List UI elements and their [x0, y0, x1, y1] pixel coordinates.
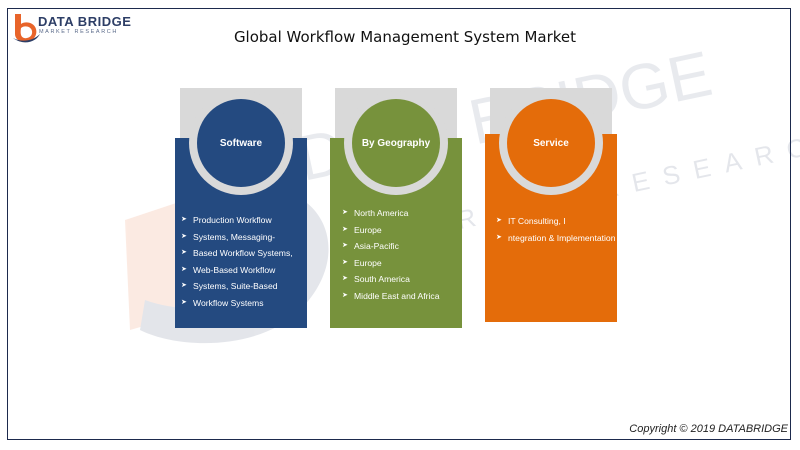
- list-item: ntegration & Implementation: [496, 230, 621, 247]
- segment-label: Software: [197, 99, 285, 187]
- segment-label: By Geography: [352, 99, 440, 187]
- brand-logo: [12, 12, 132, 46]
- list-item: Europe: [342, 222, 460, 239]
- copyright-notice: Copyright © 2019 DATABRIDGE: [629, 423, 788, 435]
- outer-frame: [7, 8, 791, 440]
- list-item: Europe: [342, 255, 460, 272]
- logo-mark-icon: [13, 14, 40, 43]
- list-item: Workflow Systems: [181, 295, 305, 312]
- segment-items: North America Europe Asia-Pacific Europe…: [342, 205, 460, 304]
- list-item: North America: [342, 205, 460, 222]
- list-item: Middle East and Africa: [342, 288, 460, 305]
- page-title: Global Workflow Management System Market: [233, 28, 577, 46]
- brand-tagline: MARKET RESEARCH: [39, 29, 118, 35]
- segment-items: IT Consulting, I ntegration & Implementa…: [496, 213, 621, 246]
- brand-name: DATA BRIDGE: [38, 14, 132, 29]
- segment-label: Service: [507, 99, 595, 187]
- list-item: Based Workflow Systems,: [181, 245, 305, 262]
- list-item: Systems, Suite-Based: [181, 278, 305, 295]
- segment-items: Production Workflow Systems, Messaging- …: [181, 212, 305, 311]
- list-item: South America: [342, 271, 460, 288]
- list-item: Web-Based Workflow: [181, 262, 305, 279]
- list-item: Asia-Pacific: [342, 238, 460, 255]
- list-item: IT Consulting, I: [496, 213, 621, 230]
- list-item: Production Workflow: [181, 212, 305, 229]
- list-item: Systems, Messaging-: [181, 229, 305, 246]
